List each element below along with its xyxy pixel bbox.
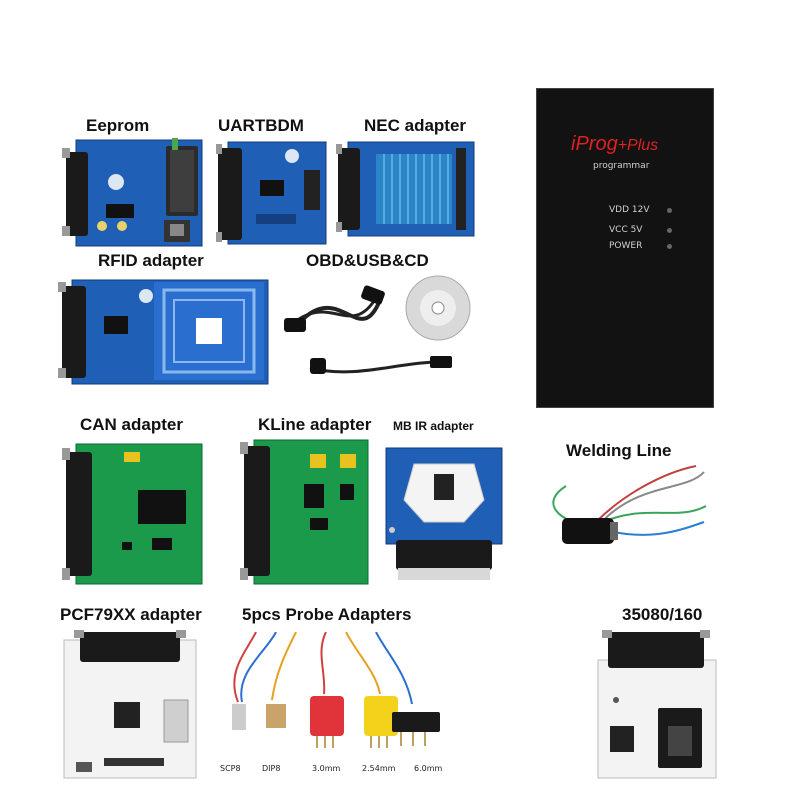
programmer-brand: iProg: [571, 133, 618, 155]
led-power-icon: [667, 244, 672, 249]
can-adapter-image: [62, 442, 204, 586]
rfid-adapter-label: RFID adapter: [98, 251, 204, 270]
35080-label: 35080/160: [622, 605, 703, 624]
probe-label-6mm: 6.0mm: [414, 764, 443, 773]
kline-adapter-image: [240, 438, 370, 586]
led-label-vcc: VCC 5V: [609, 225, 643, 235]
35080-adapter-image: [596, 630, 718, 780]
pcf79xx-adapter-image: [60, 630, 200, 780]
probe-label-scp8: SCP8: [220, 764, 241, 773]
welding-line-label: Welding Line: [566, 441, 672, 460]
led-label-power: POWER: [609, 241, 643, 251]
welding-line-image: [536, 462, 710, 566]
led-label-vdd: VDD 12V: [609, 205, 650, 215]
pcf79xx-adapter-label: PCF79XX adapter: [60, 605, 202, 624]
eeprom-label: Eeprom: [86, 116, 150, 135]
rfid-adapter-image: [58, 276, 270, 386]
probe-label-3mm: 3.0mm: [312, 764, 341, 773]
uartbdm-label: UARTBDM: [218, 116, 304, 135]
obd-usb-cd-label: OBD&USB&CD: [306, 251, 429, 270]
probe-adapters-label: 5pcs Probe Adapters: [242, 605, 412, 624]
probe-label-254mm: 2.54mm: [362, 764, 396, 773]
programmer-subtitle: programmar: [593, 161, 650, 171]
led-vdd-icon: [667, 208, 672, 213]
kline-adapter-label: KLine adapter: [258, 415, 372, 434]
led-vcc-icon: [667, 228, 672, 233]
obd-usb-cd-image: [280, 270, 480, 388]
nec-adapter-image: [336, 140, 476, 238]
uartbdm-adapter-image: [216, 140, 328, 246]
probe-label-dip8: DIP8: [262, 764, 281, 773]
probe-adapters-image: [216, 632, 464, 776]
mb-ir-adapter-image: [384, 444, 504, 584]
can-adapter-label: CAN adapter: [80, 415, 183, 434]
iprog-programmer-image: iProg+Plus programmar VDD 12V VCC 5V POW…: [536, 88, 714, 408]
programmer-brand-plus: +Plus: [617, 137, 659, 154]
nec-adapter-label: NEC adapter: [364, 116, 467, 135]
mb-ir-adapter-label: MB IR adapter: [393, 419, 474, 433]
eeprom-adapter-image: [62, 138, 204, 248]
